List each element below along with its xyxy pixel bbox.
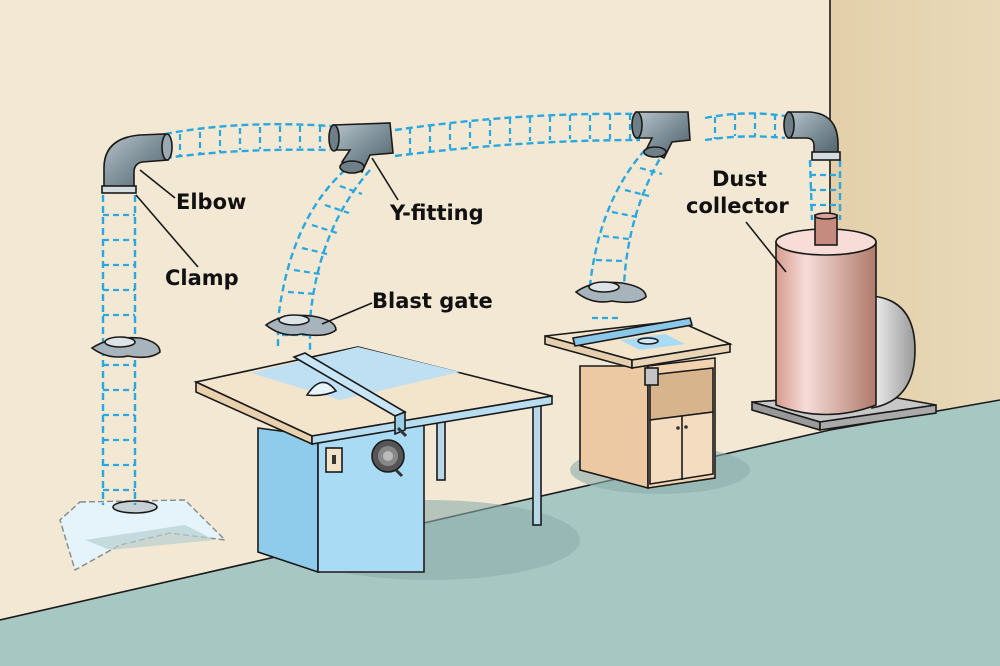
blast-gate-left — [90, 336, 161, 359]
y-fitting-2 — [631, 111, 691, 160]
blast-gate-leader — [321, 302, 373, 325]
dust-collector — [751, 212, 937, 432]
hose-system — [101, 112, 842, 505]
y-fitting-1 — [328, 122, 394, 174]
router-table — [544, 317, 733, 490]
blast-gate-saw — [264, 314, 337, 337]
label-dust-collector-line2: collector — [686, 194, 789, 218]
elbow-leader — [139, 169, 176, 199]
label-clamp: Clamp — [165, 266, 239, 290]
y-fitting-leader — [371, 157, 399, 201]
dust-collector-leader — [745, 221, 787, 273]
label-dust-collector-line1: Dust — [712, 167, 767, 191]
label-y-fitting: Y-fitting — [390, 201, 484, 225]
elbow-fitting-left — [101, 133, 173, 194]
elbow-fitting-right — [783, 111, 841, 161]
clamp-leader — [135, 194, 199, 268]
floor-sweep — [59, 499, 227, 572]
label-elbow: Elbow — [176, 190, 247, 214]
table-saw — [193, 346, 553, 574]
blast-gate-router — [574, 281, 647, 304]
label-blast-gate: Blast gate — [372, 289, 493, 313]
